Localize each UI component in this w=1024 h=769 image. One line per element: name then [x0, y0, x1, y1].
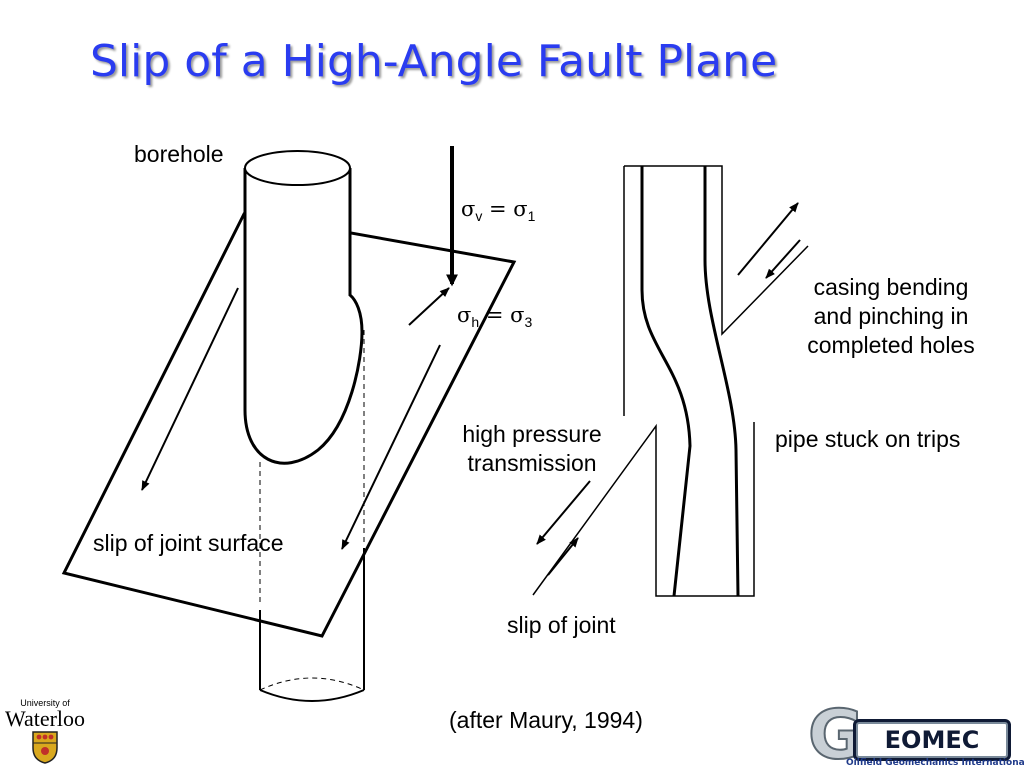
lower-slip-arrows [536, 480, 591, 576]
citation: (after Maury, 1994) [449, 707, 643, 733]
sigma-h-arrow [408, 287, 450, 326]
lower-borehole-hidden [259, 330, 365, 691]
sigma-h-label: σh = σ3 [457, 303, 533, 331]
fault-plane [61, 212, 517, 638]
university-logo: University of Waterloo [2, 698, 88, 769]
pipe-stuck-label: pipe stuck on trips [775, 426, 961, 452]
lower-borehole-sides [259, 548, 365, 702]
sigma-v-label: σv = σ1 [461, 197, 536, 225]
upper-borehole [243, 150, 364, 465]
slide-title: Slip of a High-Angle Fault Plane [90, 36, 778, 87]
university-logo-name: Waterloo [4, 706, 86, 731]
borehole-label: borehole [134, 141, 224, 167]
slip-arrow-left [141, 287, 239, 491]
university-logo-small-text: University of [20, 698, 70, 708]
geomec-tagline: Oilfield Geomechanics International [846, 758, 1024, 768]
casing-bending-label: casing bending and pinching in completed… [807, 274, 975, 358]
svg-text:G: G [808, 702, 864, 764]
geomec-logo: G [806, 695, 876, 769]
slip-joint-surface-label: slip of joint surface [93, 530, 284, 556]
slip-of-joint-label: slip of joint [507, 612, 616, 638]
high-pressure-label: high pressure transmission [462, 421, 602, 476]
slip-arrow-right [341, 344, 441, 550]
casing-cross-section [532, 165, 809, 597]
geomec-g-icon: G [807, 695, 865, 769]
university-crest-icon [32, 731, 58, 764]
upper-slip-arrows [737, 202, 801, 279]
geomec-wordmark: EOMEC [856, 722, 1008, 758]
